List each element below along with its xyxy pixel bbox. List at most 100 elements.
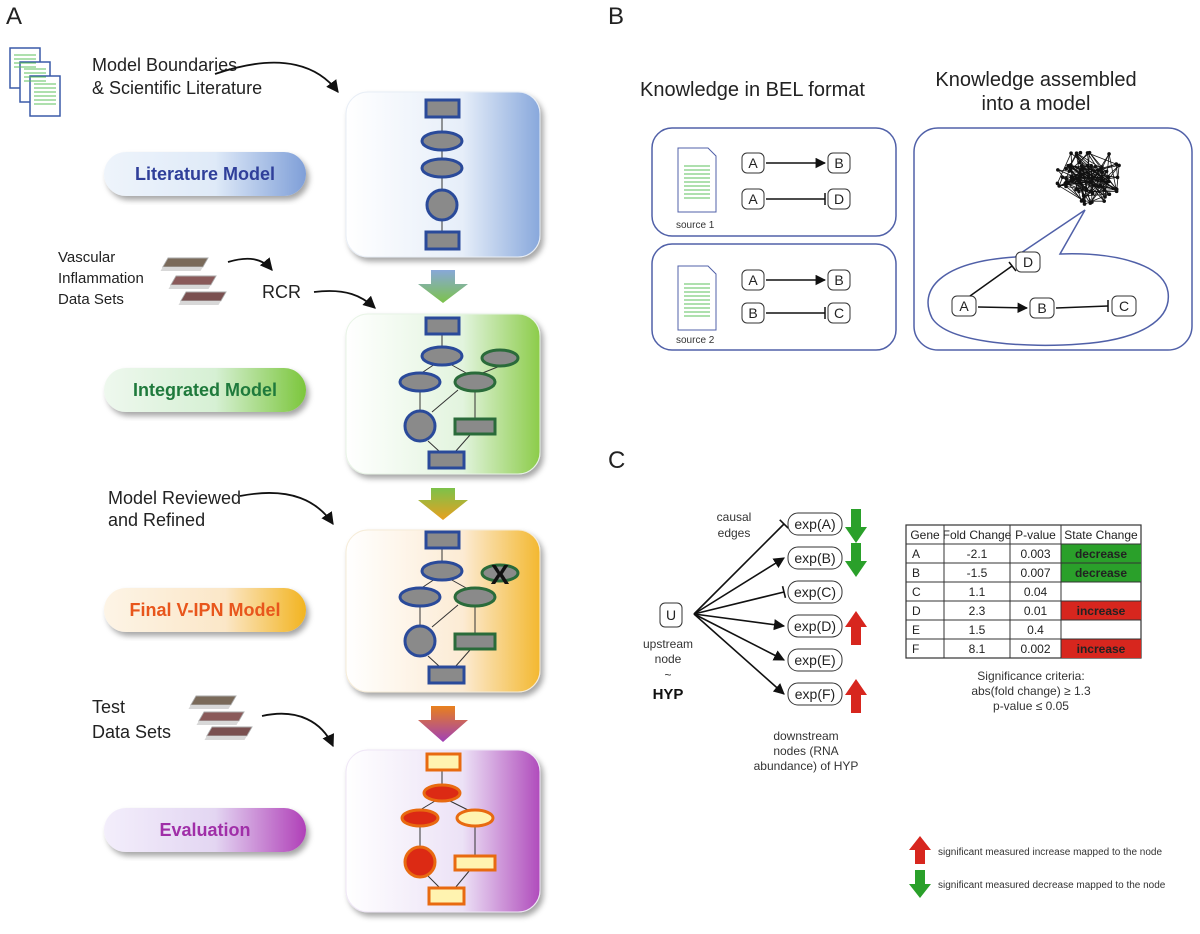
vascular-label-line1: Vascular bbox=[58, 249, 115, 266]
hairball-node bbox=[1099, 175, 1104, 180]
hairball-node bbox=[1117, 163, 1121, 168]
table-cell: 0.04 bbox=[1024, 585, 1048, 599]
causal-edge bbox=[693, 613, 785, 661]
decrease-arrow-icon bbox=[845, 543, 867, 577]
upstream-node-label: U bbox=[666, 607, 676, 623]
table-header: P-value bbox=[1015, 528, 1056, 542]
literature-input-line2: & Scientific Literature bbox=[92, 78, 262, 98]
hairball-node bbox=[1055, 181, 1060, 186]
causal-edge bbox=[693, 613, 786, 631]
hairball-node bbox=[1104, 169, 1109, 174]
source-2-edge-1-from: A bbox=[748, 272, 758, 288]
integrated-model-label: Integrated Model bbox=[133, 380, 277, 400]
table-cell: 8.1 bbox=[969, 642, 986, 656]
causal-edge-inhibit-bar bbox=[781, 585, 787, 599]
hairball-node bbox=[1079, 168, 1083, 172]
hairball-edge bbox=[1089, 152, 1103, 168]
evaluation-pill bbox=[104, 808, 306, 852]
vascular-arrow bbox=[227, 257, 273, 271]
hairball-node bbox=[1102, 187, 1107, 192]
downstream-node bbox=[787, 512, 843, 536]
upstream-caption-line1: upstream bbox=[643, 637, 693, 651]
test-label-line2: Data Sets bbox=[92, 722, 171, 742]
panel-b-letter: B bbox=[608, 3, 624, 30]
hairball-node bbox=[1090, 200, 1094, 204]
state-cell-fill bbox=[1061, 563, 1141, 582]
source-2-edge-1-to: B bbox=[834, 272, 843, 288]
table-cell: A bbox=[912, 547, 920, 561]
eva-node-rect-top bbox=[425, 752, 462, 772]
lit-node-circle bbox=[425, 188, 459, 222]
causal-edge bbox=[693, 591, 785, 615]
legend-decrease-arrow-icon bbox=[909, 870, 931, 898]
hairball-node bbox=[1088, 189, 1093, 194]
assembled-model-network: D A B C bbox=[951, 251, 1137, 319]
criteria-line2: abs(fold change) ≥ 1.3 bbox=[971, 684, 1091, 698]
hairball-node bbox=[1107, 152, 1111, 156]
increase-arrow-icon bbox=[845, 611, 867, 645]
evaluation-network bbox=[400, 752, 497, 906]
rcr-label: RCR bbox=[262, 282, 301, 302]
lit-node-ellipse-1 bbox=[420, 130, 464, 152]
hairball-node bbox=[1114, 162, 1119, 166]
source-1-edge-2-from: A bbox=[748, 191, 758, 207]
state-cell-fill bbox=[1061, 601, 1141, 620]
downstream-caption-line1: downstream bbox=[773, 729, 838, 743]
removed-node-mark: X bbox=[491, 559, 510, 590]
eva-node-ellipse-2 bbox=[400, 808, 440, 828]
int-node-ellipse-3 bbox=[453, 371, 497, 393]
fin-node-ellipse-2 bbox=[398, 586, 442, 608]
causal-edge bbox=[693, 523, 785, 615]
table-cell: 0.4 bbox=[1027, 623, 1044, 637]
document-stack-icon bbox=[9, 47, 61, 117]
eva-node-circle bbox=[403, 845, 437, 879]
int-node-circle bbox=[403, 409, 437, 443]
hairball-edge bbox=[1079, 162, 1110, 182]
downstream-node-label: exp(E) bbox=[794, 652, 835, 668]
causal-edges-line1: causal bbox=[717, 510, 752, 524]
flow-arrow-3 bbox=[418, 706, 468, 742]
source-2-box: source 2 A B B C bbox=[651, 243, 897, 351]
source-2-edge-2-to: C bbox=[834, 305, 844, 321]
legend-decrease-text: significant measured decrease mapped to … bbox=[938, 880, 1166, 891]
decrease-arrow-icon bbox=[845, 509, 867, 543]
hairball-edge bbox=[1089, 165, 1120, 204]
hairball-node bbox=[1067, 169, 1072, 173]
upstream-caption-line2: node bbox=[655, 652, 682, 666]
hairball-edge bbox=[1082, 168, 1117, 190]
hairball-node bbox=[1082, 199, 1087, 203]
model-node-a: A bbox=[959, 298, 969, 314]
hairball-node bbox=[1074, 187, 1078, 192]
hairball-node bbox=[1081, 194, 1086, 198]
causal-edges-line2: edges bbox=[718, 526, 751, 540]
table-cell: 2.3 bbox=[969, 604, 986, 618]
table-cell: 0.007 bbox=[1020, 566, 1050, 580]
hairball-node bbox=[1103, 195, 1107, 199]
panel-c-letter: C bbox=[608, 447, 625, 474]
fin-node-rect-bottom bbox=[427, 665, 466, 685]
hairball-node bbox=[1077, 189, 1081, 194]
source-2-edge-2-from: B bbox=[748, 305, 757, 321]
downstream-caption-line2: nodes (RNA bbox=[773, 744, 838, 758]
causal-edge-inhibit-bar bbox=[779, 519, 789, 529]
downstream-node-label: exp(A) bbox=[794, 516, 835, 532]
table-cell: F bbox=[912, 642, 919, 656]
downstream-node bbox=[787, 682, 843, 706]
eva-node-ellipse-1 bbox=[422, 783, 462, 803]
table-cell: 1.1 bbox=[969, 585, 986, 599]
source-2-caption: source 2 bbox=[676, 335, 715, 346]
flow-arrow-1 bbox=[418, 270, 468, 303]
table-cell: C bbox=[912, 585, 921, 599]
int-node-rect-new bbox=[453, 417, 497, 436]
legend-increase-text: significant measured increase mapped to … bbox=[938, 847, 1162, 858]
int-node-ellipse-1 bbox=[420, 345, 464, 367]
table-cell: B bbox=[912, 566, 920, 580]
literature-model-label: Literature Model bbox=[135, 164, 275, 184]
table-cell: increase bbox=[1077, 604, 1126, 618]
integrated-model-panel bbox=[345, 313, 541, 475]
rcr-arrow bbox=[313, 290, 376, 309]
hairball-node bbox=[1078, 174, 1083, 179]
hairball-edge bbox=[1090, 165, 1102, 178]
hairball-node bbox=[1079, 199, 1084, 203]
